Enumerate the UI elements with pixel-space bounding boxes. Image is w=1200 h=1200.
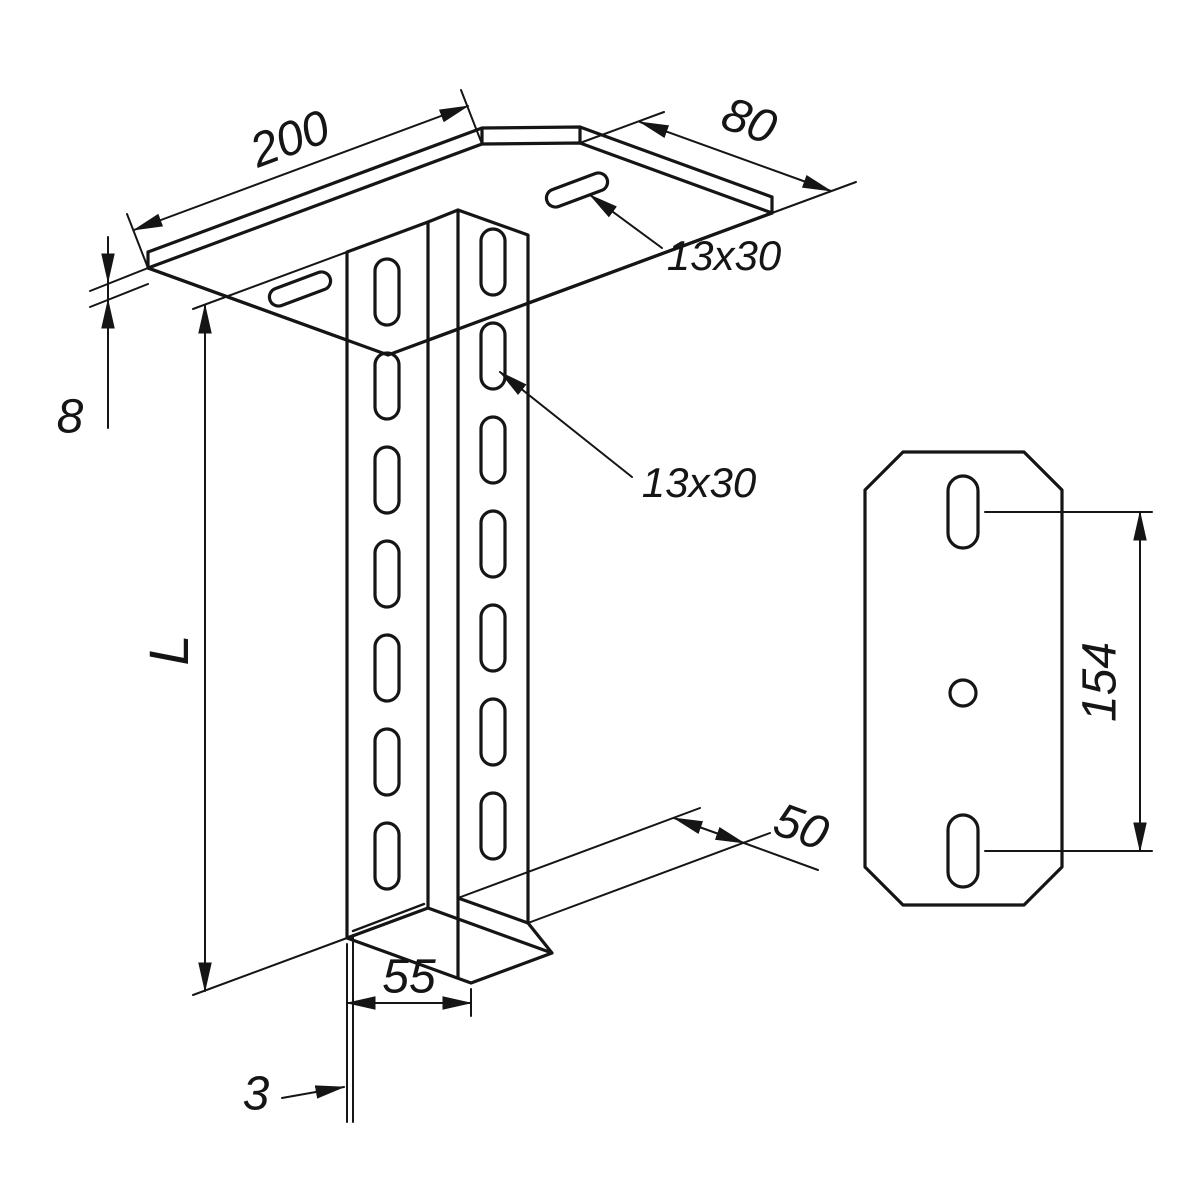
callout-plate-slot: 13x30 [588, 194, 782, 279]
profile-slot-label: 13x30 [642, 459, 757, 506]
stem-depth-label: 50 [767, 793, 836, 861]
stem-width-label: 55 [382, 951, 436, 1004]
dimension-wall-thickness: 3 [243, 934, 354, 1123]
wall-thickness-label: 3 [243, 1068, 270, 1121]
plan-slot-bottom [946, 813, 980, 889]
profile-bottom-edges [345, 896, 554, 985]
mounting-plate-thickness-edges [146, 125, 774, 270]
profile-wall-inner-edge [351, 902, 426, 933]
plate-length-label: 200 [242, 100, 337, 178]
profile-side-slots [479, 227, 507, 861]
profile-front-face [345, 220, 430, 940]
plate-slot-left [267, 270, 333, 308]
dimension-plate-thickness: 8 [57, 236, 149, 444]
stem-length-label: L [137, 634, 200, 665]
plan-center-hole [948, 678, 978, 708]
callout-profile-slot: 13x30 [498, 371, 757, 506]
plate-slot-label: 13x30 [667, 232, 782, 279]
head-plate-plan-view: 154 [863, 450, 1153, 907]
dimension-stem-length: L [137, 251, 348, 996]
dimension-stem-width: 55 [345, 943, 473, 1123]
slot-spacing-label: 154 [1074, 642, 1127, 722]
plan-slot-top [946, 474, 980, 550]
plate-depth-label: 80 [715, 87, 784, 155]
plate-thickness-label: 8 [57, 391, 84, 444]
dimension-slot-spacing: 154 [984, 510, 1153, 853]
profile-front-slots [373, 257, 401, 891]
